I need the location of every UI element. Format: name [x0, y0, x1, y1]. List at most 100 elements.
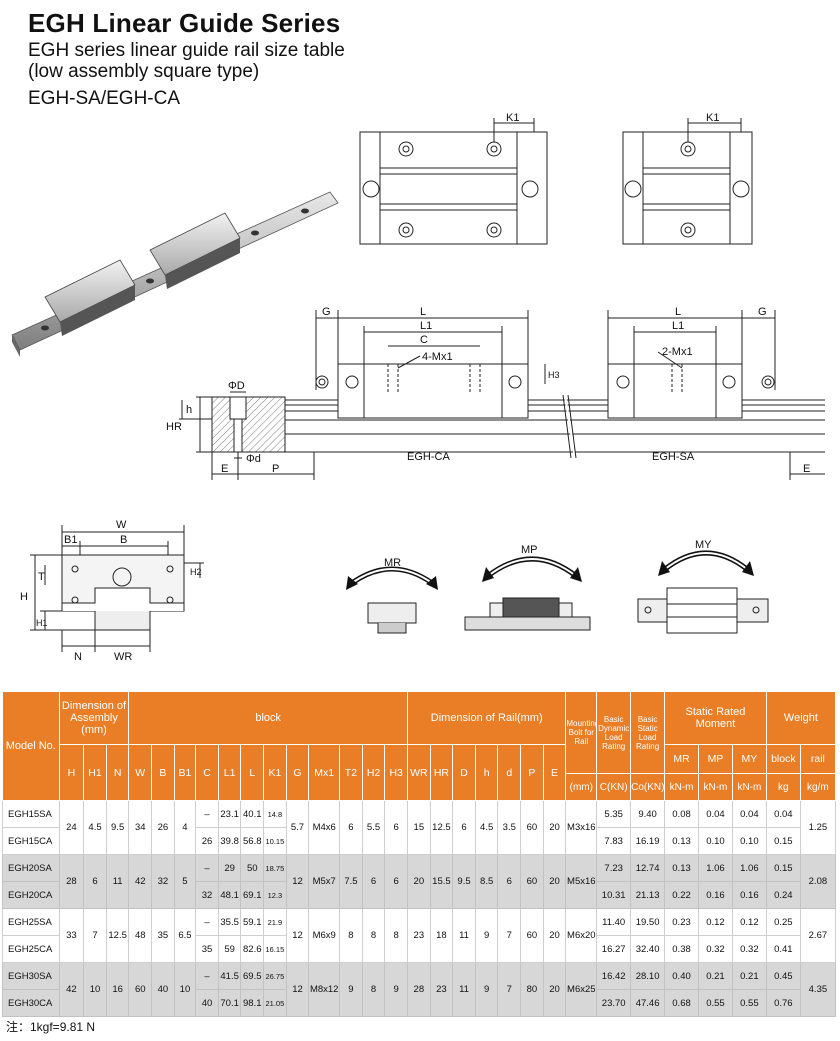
- cell-l: 98.1: [240, 989, 265, 1017]
- cell-mr: 0.13: [664, 827, 699, 855]
- cell-h: 33: [58, 908, 85, 963]
- cell-n: 11: [105, 854, 130, 909]
- cell-d: 6: [497, 854, 522, 909]
- header-static-moment: Static Rated Moment: [664, 691, 767, 745]
- page-subtitle: EGH series linear guide rail size table …: [28, 40, 345, 82]
- cell-h: 8.5: [474, 854, 499, 909]
- col-b1: B1: [173, 744, 197, 801]
- label-b1: B1: [64, 534, 77, 546]
- block-top-view-ca: [359, 118, 548, 245]
- col-hr: HR: [429, 744, 454, 801]
- col-mx1: Mx1: [308, 744, 341, 801]
- cell-b1: 5: [173, 854, 197, 909]
- cell-p: 80: [520, 962, 544, 1017]
- cell-model: EGH20CA: [2, 881, 60, 909]
- cell-n: 9.5: [105, 800, 130, 855]
- cell-mp: 0.04: [697, 800, 733, 828]
- cell-mx1: M5x7: [308, 854, 341, 909]
- cell-d: 11: [452, 962, 476, 1017]
- cell-model: EGH15SA: [2, 800, 60, 828]
- cell-g: 12: [285, 908, 310, 963]
- technical-drawings: K1 K1: [11, 112, 825, 663]
- label-2mx1: 2-Mx1: [662, 346, 693, 358]
- cell-cdyn: 16.42: [596, 962, 632, 990]
- cell-model: EGH25CA: [2, 935, 60, 963]
- label-g-sa: G: [758, 306, 767, 318]
- cell-co: 9.40: [630, 800, 666, 828]
- cell-mp: 1.06: [697, 854, 733, 882]
- cell-cdyn: 7.83: [596, 827, 632, 855]
- cell-block: 0.41: [765, 935, 801, 963]
- cell-t2: 9: [339, 962, 363, 1017]
- cell-co: 12.74: [630, 854, 666, 882]
- label-phi-d: Φd: [246, 453, 261, 465]
- spec-table: Model No. Dimension of Assembly (mm) blo…: [2, 691, 837, 1017]
- cell-model: EGH25SA: [2, 908, 60, 936]
- cell-mx1: M6x9: [308, 908, 341, 963]
- cell-l: 82.6: [240, 935, 265, 963]
- cell-model: EGH15CA: [2, 827, 60, 855]
- cell-cdyn: 23.70: [596, 989, 632, 1017]
- cell-l1: 48.1: [217, 881, 242, 909]
- cell-mx1: M4x6: [308, 800, 341, 855]
- cell-co: 28.10: [630, 962, 666, 990]
- label-mp: MP: [521, 544, 538, 556]
- footnote: 注：1kgf=9.81 N: [6, 1020, 96, 1034]
- moment-mr-diagram: [346, 566, 438, 634]
- col-h2: H2: [361, 744, 386, 801]
- col-n: N: [105, 744, 130, 801]
- cell-h2: 8: [361, 962, 386, 1017]
- col-h3: H3: [384, 744, 409, 801]
- cell-hr: 18: [429, 908, 454, 963]
- subtitle-line-2: (low assembly square type): [28, 61, 260, 82]
- cell-b1: 10: [173, 962, 197, 1017]
- page-title: EGH Linear Guide Series: [28, 8, 341, 38]
- label-l-sa: L: [675, 306, 681, 318]
- cell-h2: 8: [361, 908, 386, 963]
- header-rail: Dimension of Rail(mm): [407, 691, 567, 745]
- cell-mr: 0.08: [664, 800, 699, 828]
- cell-w: 60: [128, 962, 153, 1017]
- col-l1: L1: [217, 744, 242, 801]
- cell-my: 0.10: [731, 827, 767, 855]
- cell-n: 12.5: [105, 908, 130, 963]
- cell-n: 16: [105, 962, 130, 1017]
- moment-my-diagram: [637, 550, 769, 634]
- cell-my: 0.12: [731, 908, 767, 936]
- col-mp: MP: [697, 744, 733, 774]
- cell-c: –: [195, 800, 219, 828]
- label-h2: H2: [190, 567, 202, 577]
- label-k1-ca: K1: [506, 112, 519, 124]
- cell-block: 0.76: [765, 989, 801, 1017]
- cell-e: 20: [542, 908, 567, 963]
- cell-l: 40.1: [240, 800, 265, 828]
- cell-c: 32: [195, 881, 219, 909]
- cell-mr: 0.22: [664, 881, 699, 909]
- cell-e: 20: [542, 962, 567, 1017]
- label-c: C: [420, 334, 428, 346]
- col-k1: K1: [263, 744, 287, 801]
- label-h1: H1: [36, 618, 48, 628]
- label-l1-sa: L1: [672, 320, 684, 332]
- col-e: E: [542, 744, 567, 801]
- header-static-load: Basic Static Load Rating: [630, 691, 666, 774]
- label-k1-sa: K1: [706, 112, 719, 124]
- cell-e: 20: [542, 854, 567, 909]
- col-h-lower: h: [474, 744, 499, 801]
- cell-k1: 26.75: [263, 962, 287, 990]
- cell-my: 0.21: [731, 962, 767, 990]
- col-g: G: [285, 744, 310, 801]
- col-t2: T2: [339, 744, 363, 801]
- rail-side-view: [179, 310, 825, 480]
- cell-bolt: M6x25: [565, 962, 598, 1017]
- cell-hr: 23: [429, 962, 454, 1017]
- label-p: P: [272, 463, 279, 475]
- cell-model: EGH30CA: [2, 989, 60, 1017]
- cell-block: 0.24: [765, 881, 801, 909]
- cell-w: 34: [128, 800, 153, 855]
- cell-cdyn: 11.40: [596, 908, 632, 936]
